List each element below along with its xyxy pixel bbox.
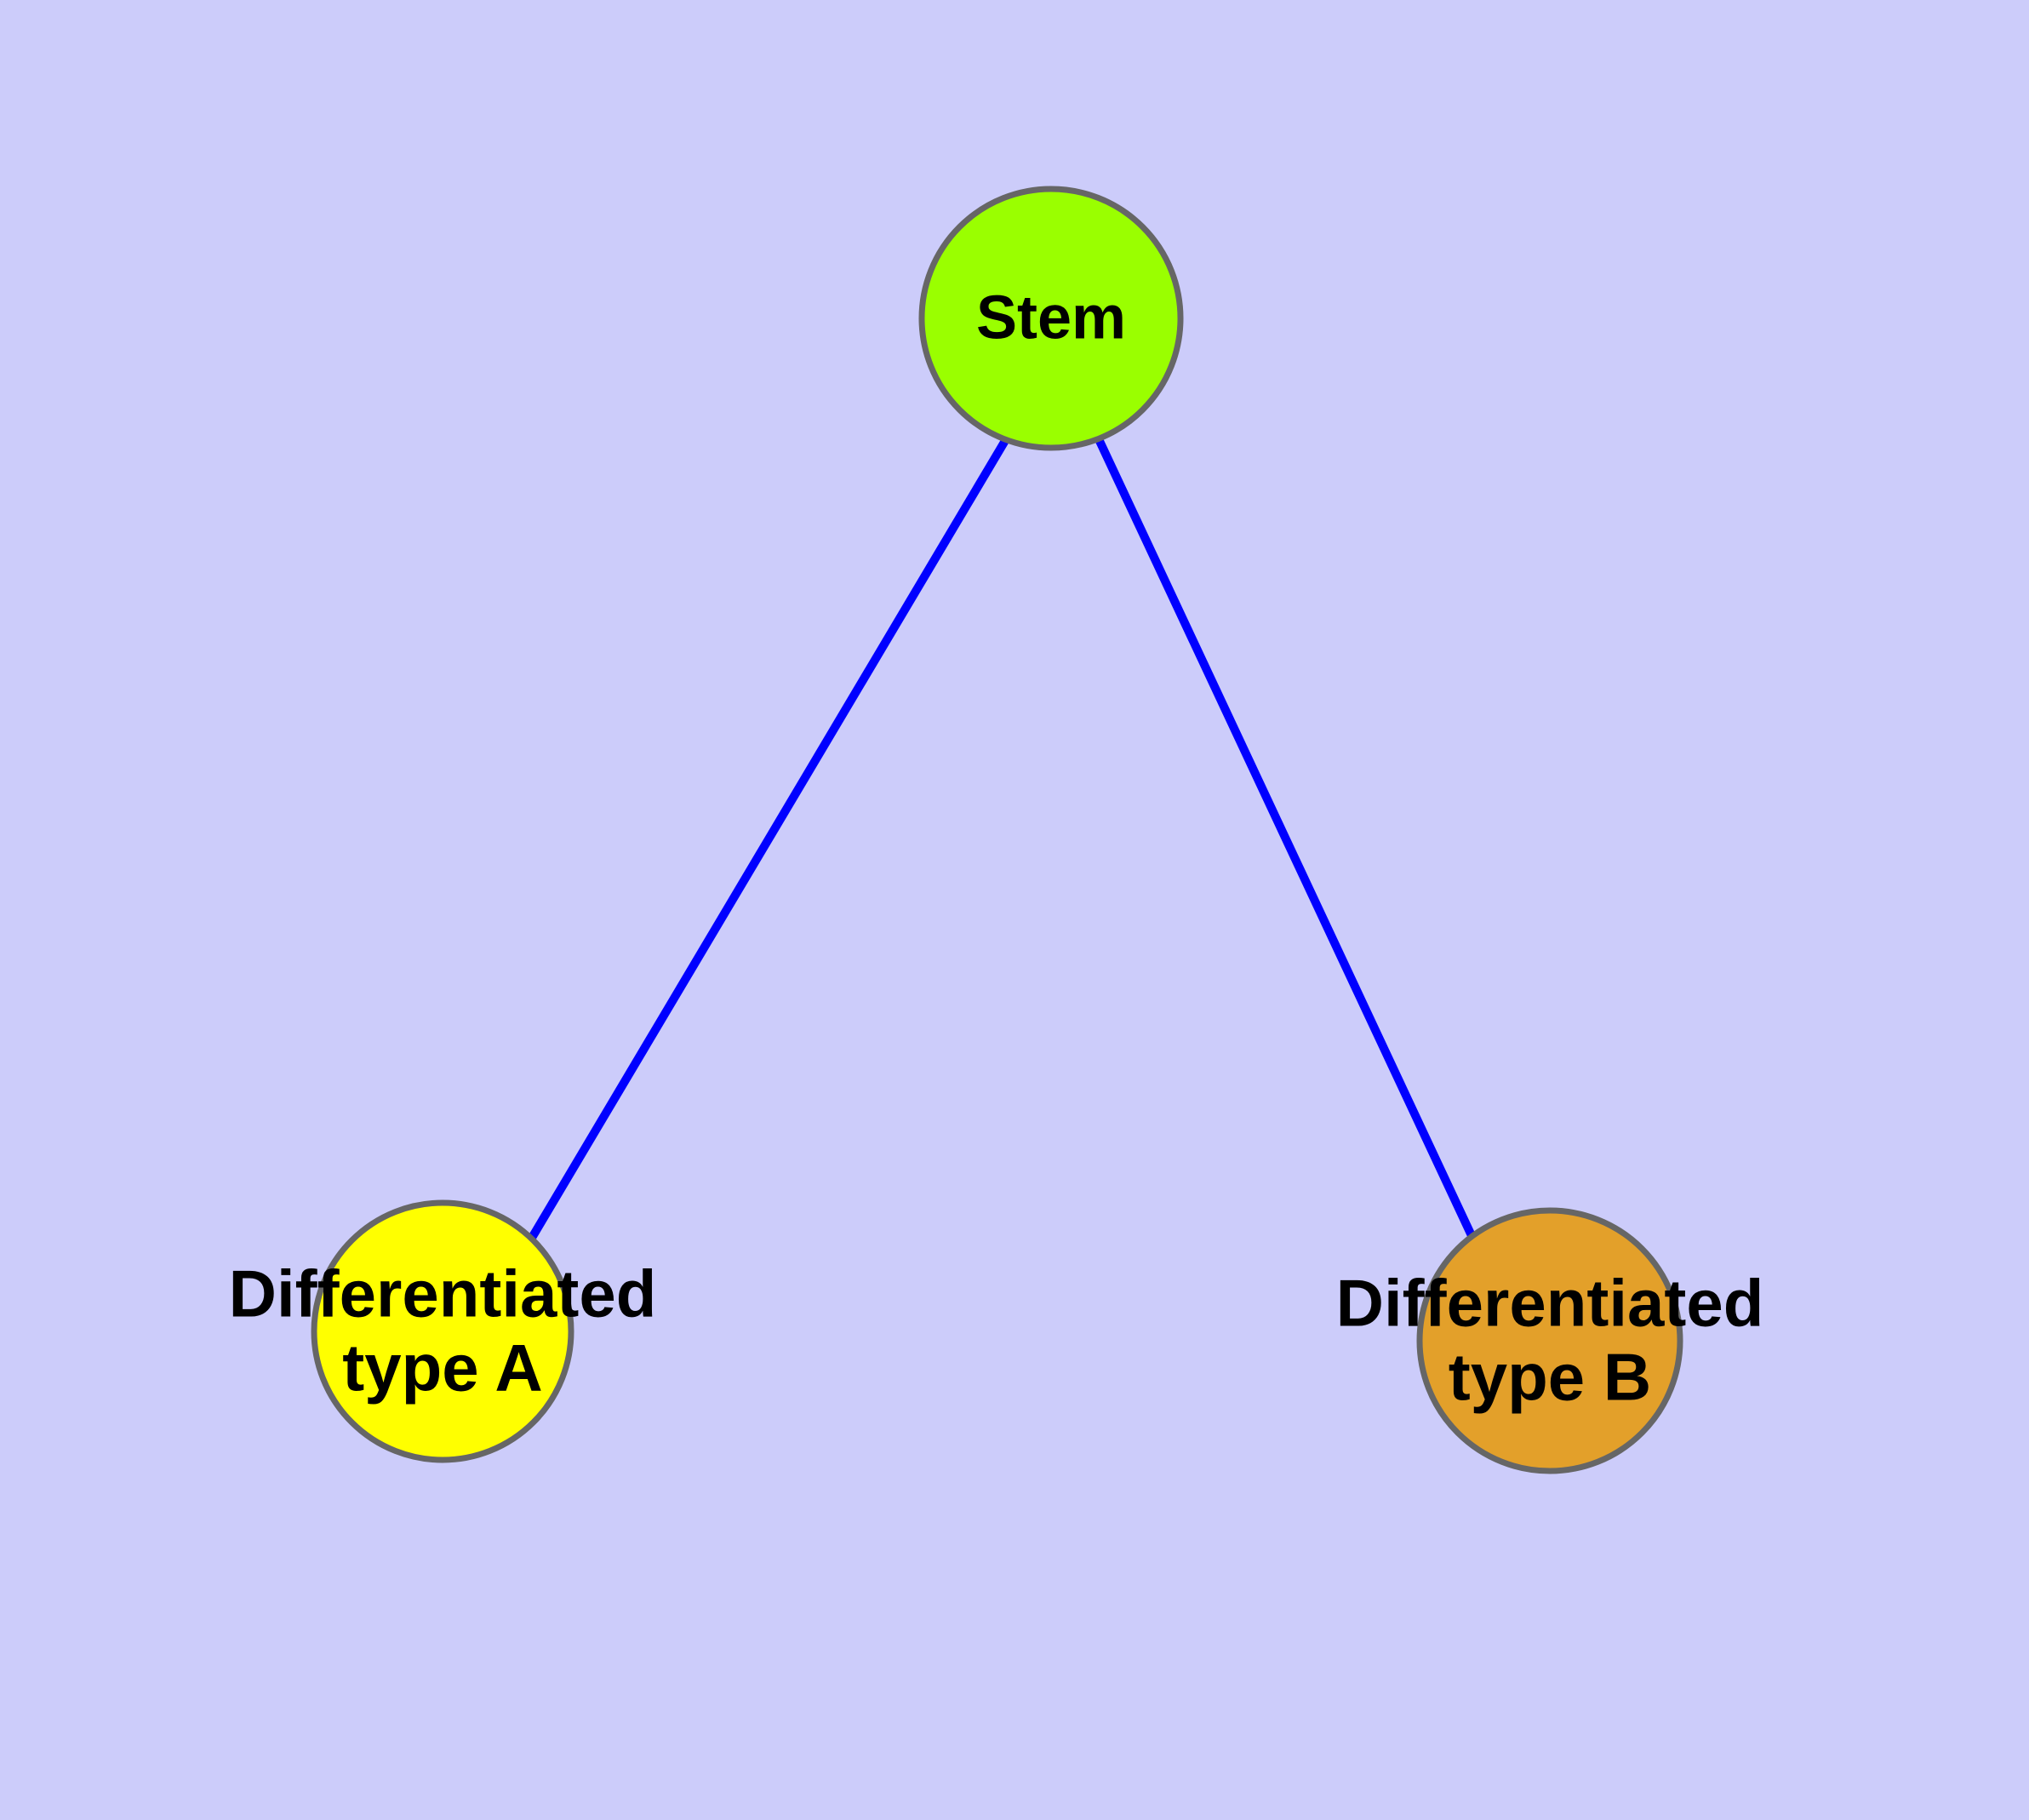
graph-node-type-b[interactable]: [1416, 1207, 1683, 1474]
graph-edge-stem-to-type-b: [1095, 437, 1479, 1245]
graph-node-type-a[interactable]: [311, 1199, 574, 1463]
graph-node-stem[interactable]: [918, 186, 1184, 451]
nodes-layer: [311, 186, 1683, 1474]
graph-edge-stem-to-type-a: [525, 437, 1010, 1245]
edges-layer: [525, 437, 1479, 1245]
